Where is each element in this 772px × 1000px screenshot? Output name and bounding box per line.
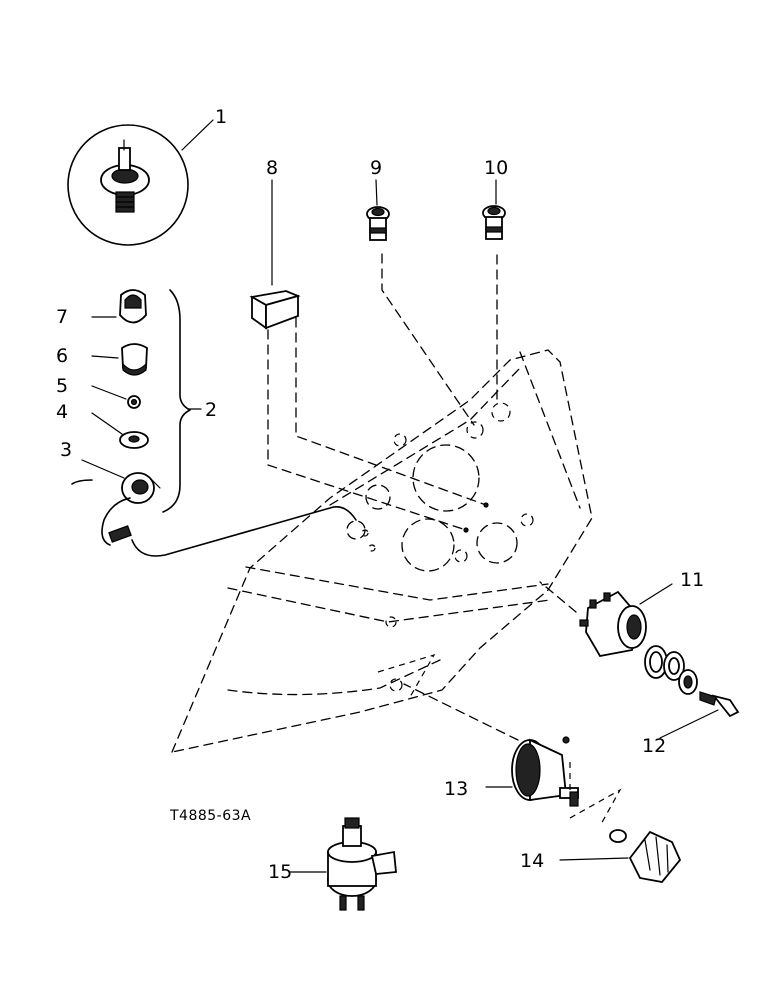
part-3-lamp-holder xyxy=(71,459,357,557)
callout-7: 7 xyxy=(56,306,68,328)
callout-8: 8 xyxy=(266,157,278,179)
callout-15: 15 xyxy=(268,861,292,883)
part-13-light-switch xyxy=(403,683,622,827)
part-4-grommet xyxy=(91,412,149,449)
part-9-plug xyxy=(366,179,475,426)
callout-5: 5 xyxy=(56,375,68,397)
part-7-lamp-bulb xyxy=(91,289,147,324)
figure-code: T4885-63A xyxy=(169,808,251,824)
callout-6: 6 xyxy=(56,345,68,367)
part-6-lens-cap xyxy=(91,343,148,376)
callout-10: 10 xyxy=(484,157,508,179)
instrument-panel xyxy=(170,349,593,753)
part-1-oil-pressure-switch xyxy=(67,119,214,246)
part-11-ignition-switch xyxy=(539,581,698,695)
part-2-bracket xyxy=(162,289,202,513)
callout-1: 1 xyxy=(215,106,227,128)
callout-14: 14 xyxy=(520,850,544,872)
callout-11: 11 xyxy=(680,569,704,591)
part-14-knob xyxy=(559,829,682,883)
callout-3: 3 xyxy=(60,439,72,461)
callout-12: 12 xyxy=(642,735,666,757)
callout-13: 13 xyxy=(444,778,468,800)
part-8-mounting-bracket xyxy=(249,179,487,531)
callout-2: 2 xyxy=(205,399,217,421)
part-5-clip xyxy=(91,385,141,409)
callout-9: 9 xyxy=(370,157,382,179)
callout-4: 4 xyxy=(56,401,68,423)
part-15-switch-assembly xyxy=(289,817,397,911)
part-12-key xyxy=(659,691,740,739)
part-10-plug xyxy=(482,179,506,406)
